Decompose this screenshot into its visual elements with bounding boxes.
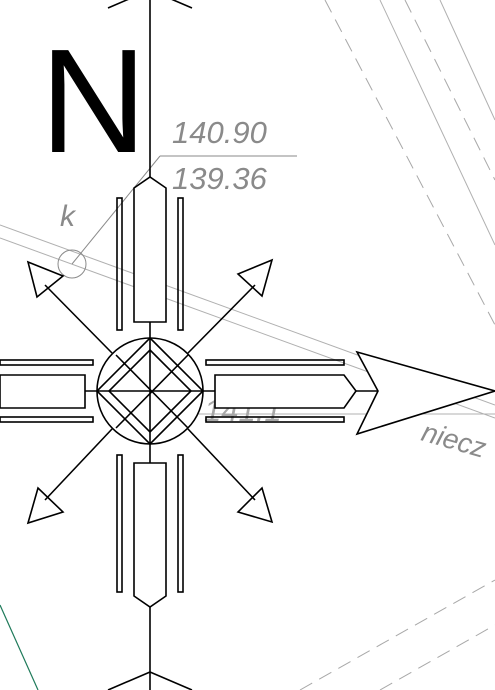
survey-point-marker xyxy=(57,249,87,279)
dashed-line-4 xyxy=(379,624,495,690)
east-needle xyxy=(214,374,357,409)
elevation-leader-line xyxy=(71,155,161,265)
ne-arrow-shaft xyxy=(187,284,256,354)
dashed-line-3 xyxy=(299,579,495,690)
nw-arrowhead xyxy=(26,260,65,299)
green-boundary-line xyxy=(0,604,39,690)
east-rail-bottom xyxy=(205,416,345,423)
south-rail-right xyxy=(177,454,184,593)
west-rail-top xyxy=(0,359,94,366)
gray-line-right-b xyxy=(439,0,495,121)
sw-arrow-shaft xyxy=(44,428,113,501)
sw-arrowhead xyxy=(26,486,65,525)
north-needle xyxy=(133,176,167,323)
elevation-annotation xyxy=(57,155,297,279)
west-needle xyxy=(0,374,86,409)
label-k-text: k xyxy=(60,200,77,233)
north-letter: N xyxy=(40,19,147,184)
se-arrowhead xyxy=(236,486,274,524)
east-rail-top xyxy=(205,359,345,366)
se-arrow-shaft xyxy=(187,428,256,501)
elevation-upper-text: 140.90 xyxy=(172,115,267,150)
south-needle xyxy=(133,462,167,608)
dashed-line-2 xyxy=(404,0,495,181)
west-rail-bottom xyxy=(0,416,94,423)
north-rail-left xyxy=(116,197,123,331)
elevation-lower-text: 139.36 xyxy=(172,161,268,196)
street-label-text: niecz xyxy=(418,416,489,464)
top-arrowhead-partial xyxy=(107,0,193,9)
nw-arrow-shaft xyxy=(44,284,113,354)
south-rail-left xyxy=(116,454,123,593)
north-rail-right xyxy=(177,197,184,331)
dashed-boundary-lines xyxy=(299,0,495,690)
east-big-arrowhead xyxy=(355,350,495,436)
bottom-arrowhead-partial xyxy=(107,671,193,690)
gray-line-right-a xyxy=(379,0,495,246)
dashed-line-1 xyxy=(324,0,495,326)
compass-center-diag-b xyxy=(115,354,189,429)
ne-arrowhead xyxy=(236,258,274,298)
